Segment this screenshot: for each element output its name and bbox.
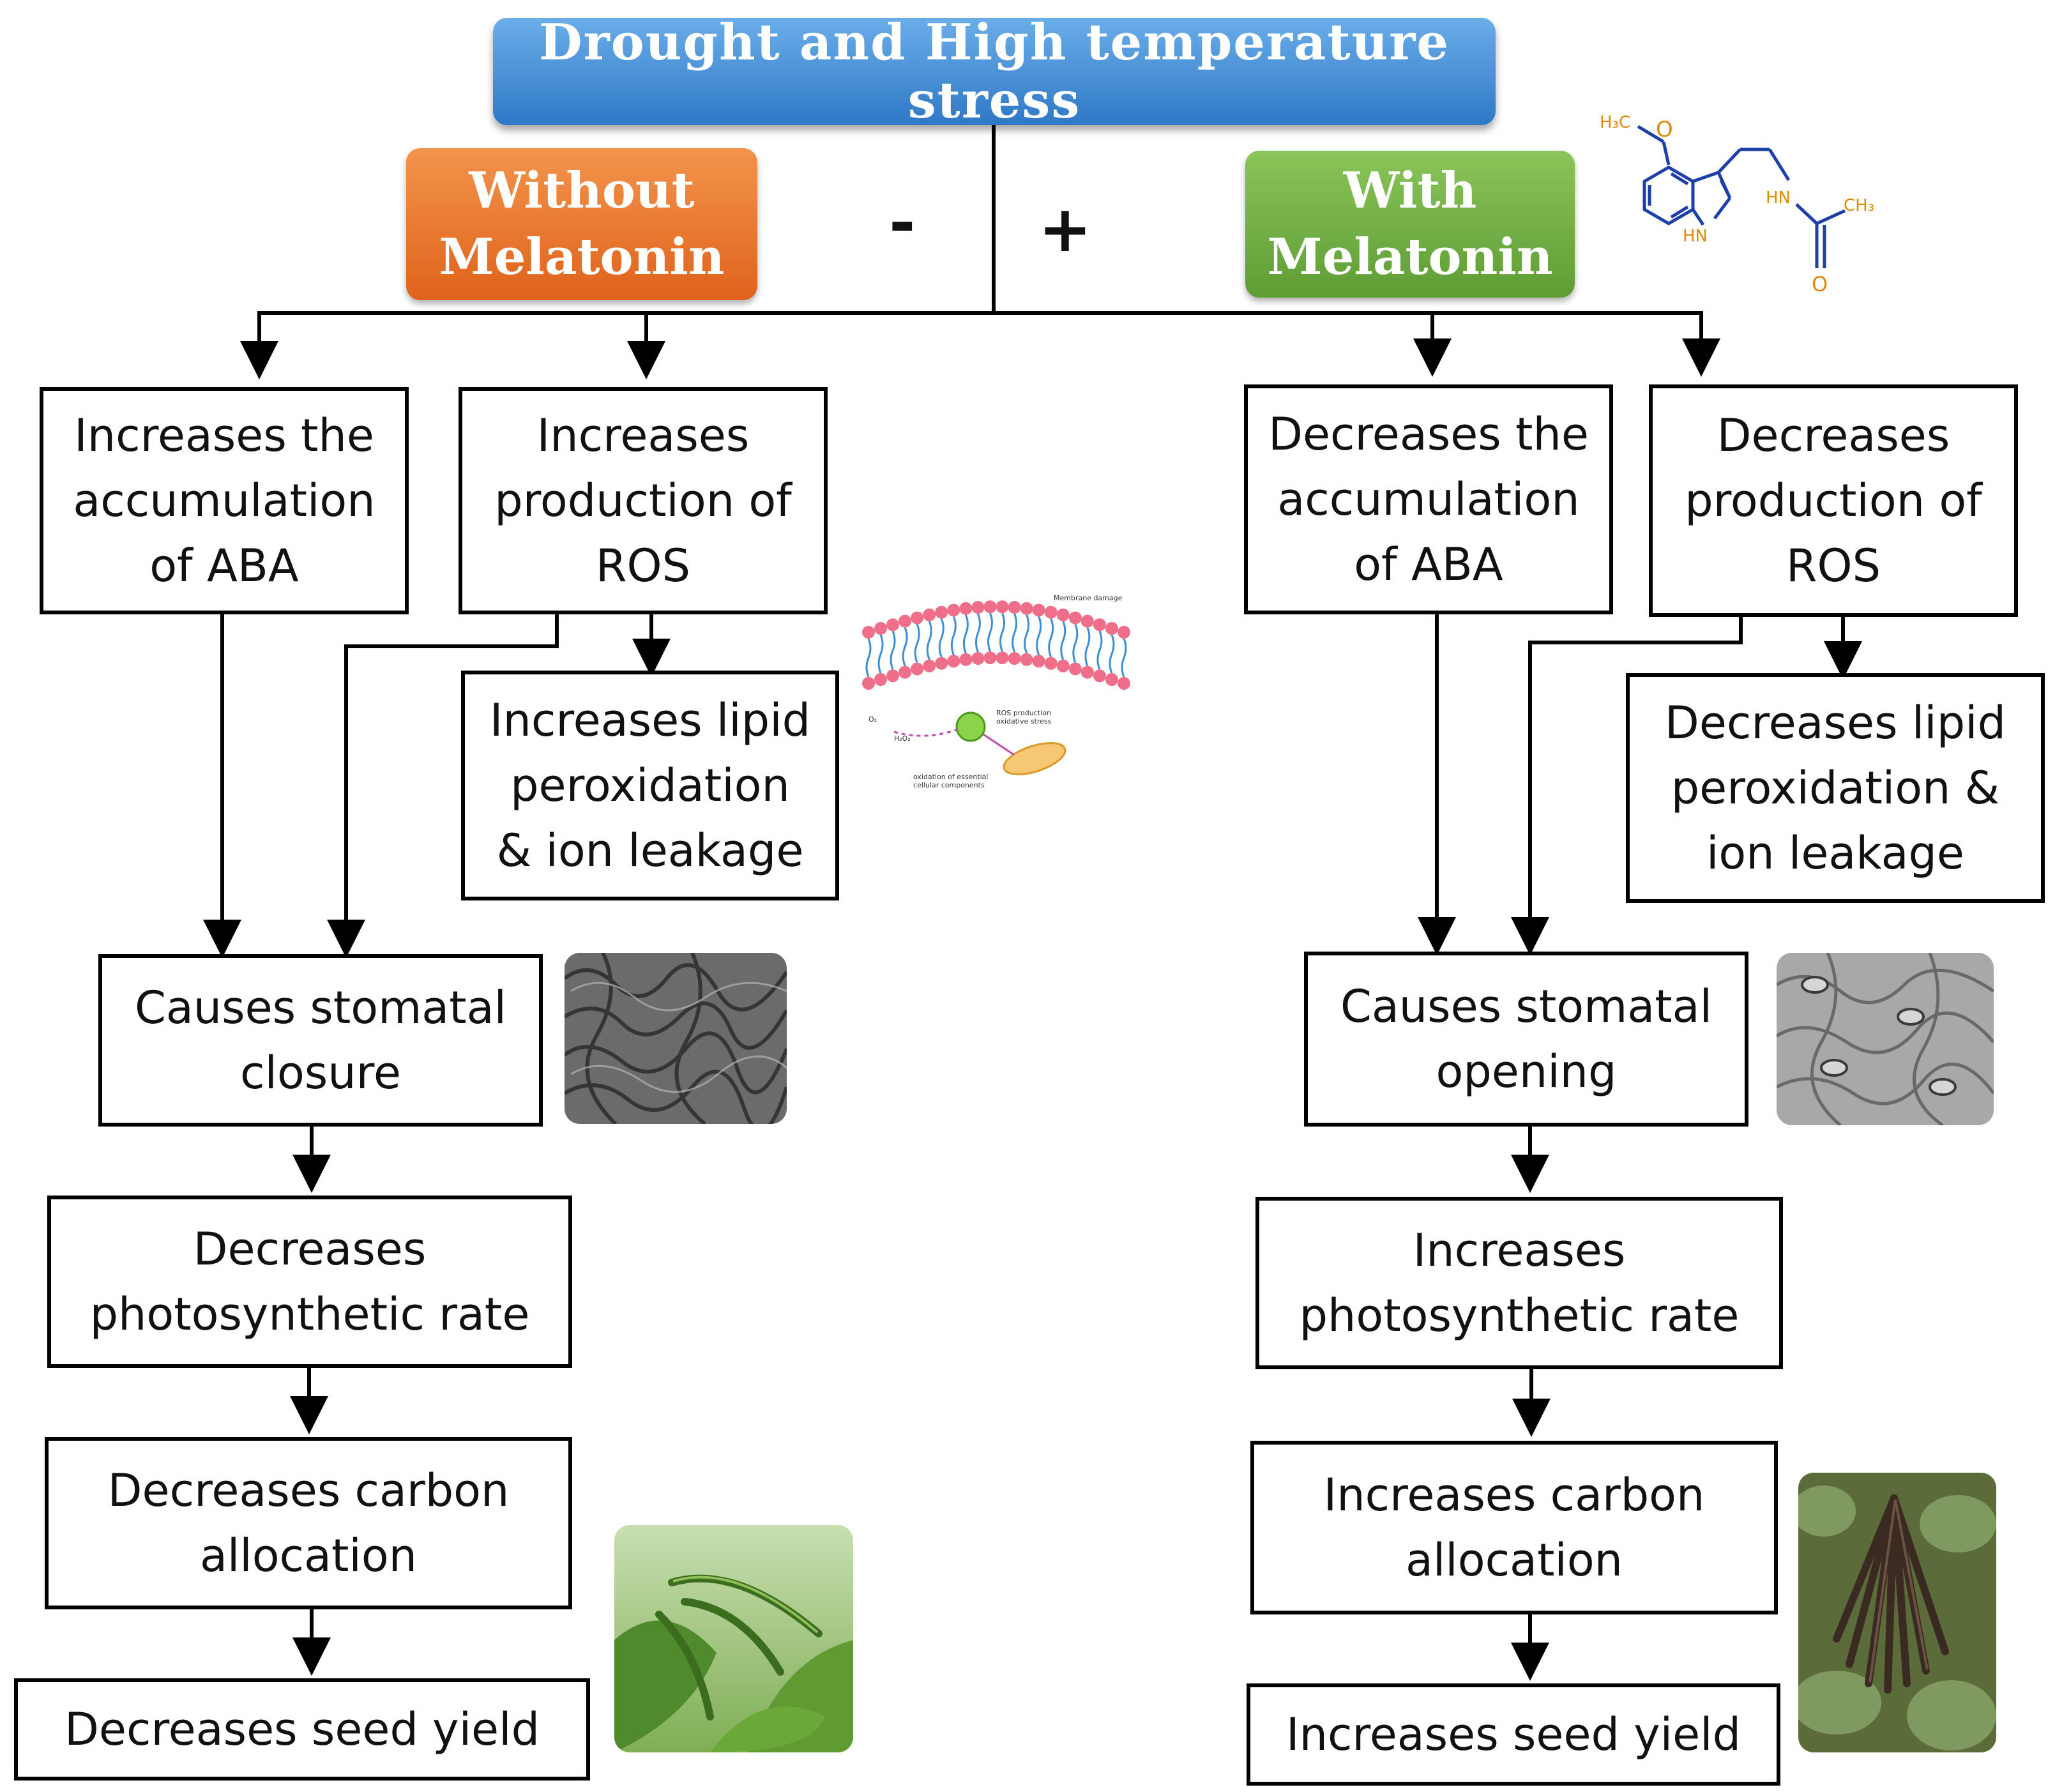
with-carbon-box: Increases carbon allocation: [1250, 1441, 1778, 1614]
with-melatonin-box: With Melatonin: [1245, 151, 1575, 298]
without-melatonin-label: Without Melatonin: [439, 162, 725, 286]
with-carbon-text: Increases carbon allocation: [1323, 1469, 1705, 1586]
stress-title: Drought and High temperature stress: [538, 13, 1450, 130]
without-aba-box: Increases the accumulation of ABA: [40, 387, 409, 614]
mol-o-carbonyl: O: [1812, 272, 1828, 296]
without-stomata-text: Causes stomatal closure: [134, 982, 506, 1099]
without-aba-text: Increases the accumulation of ABA: [73, 409, 375, 592]
without-photosynthesis-box: Decreases photosynthetic rate: [47, 1196, 572, 1368]
without-yield-box: Decreases seed yield: [14, 1678, 590, 1781]
membrane-damage-label: Membrane damage: [1054, 594, 1123, 602]
plus-sign: +: [1038, 192, 1092, 266]
with-yield-box: Increases seed yield: [1247, 1683, 1780, 1786]
membrane-o2-label: O₂: [868, 715, 877, 724]
without-lipid-box: Increases lipid peroxidation & ion leaka…: [461, 671, 839, 900]
mol-indole-nh: HN: [1683, 227, 1708, 246]
mol-amide-nh: HN: [1766, 188, 1791, 208]
without-carbon-box: Decreases carbon allocation: [45, 1437, 572, 1609]
without-yield-text: Decreases seed yield: [64, 1703, 540, 1756]
with-ros-text: Decreases production of ROS: [1685, 409, 1982, 592]
mol-ch3: CH₃: [1844, 196, 1874, 215]
minus-sign: -: [889, 185, 916, 260]
mol-o-top: O: [1656, 117, 1673, 142]
without-ros-text: Increases production of ROS: [494, 409, 792, 592]
stress-title-box: Drought and High temperature stress: [493, 13, 1496, 130]
green-pods-photo: [614, 1525, 853, 1752]
without-carbon-text: Decreases carbon allocation: [107, 1464, 510, 1582]
without-melatonin-box: Without Melatonin: [406, 148, 757, 300]
mol-h3c: H₃C: [1600, 113, 1630, 132]
melatonin-molecule-icon: H₃C O HN HN CH₃ O: [1600, 113, 1874, 296]
with-aba-text: Decreases the accumulation of ABA: [1268, 408, 1589, 591]
with-photosynthesis-text: Increases photosynthetic rate: [1299, 1224, 1740, 1342]
stomata-open-photo: [1777, 953, 1994, 1125]
with-aba-box: Decreases the accumulation of ABA: [1244, 384, 1613, 614]
with-stomata-box: Causes stomatal opening: [1304, 952, 1748, 1127]
with-lipid-text: Decreases lipid peroxidation & ion leaka…: [1664, 697, 2006, 879]
with-yield-text: Increases seed yield: [1285, 1708, 1741, 1761]
without-photosynthesis-text: Decreases photosynthetic rate: [89, 1223, 530, 1340]
with-melatonin-label: With Melatonin: [1267, 162, 1553, 286]
stomata-closed-photo: [565, 953, 787, 1124]
membrane-h2o2-label: H₂O₂: [894, 734, 911, 743]
dry-pods-photo: [1798, 1473, 1996, 1752]
with-photosynthesis-box: Increases photosynthetic rate: [1255, 1197, 1783, 1369]
without-lipid-text: Increases lipid peroxidation & ion leaka…: [489, 694, 811, 877]
with-stomata-text: Causes stomatal opening: [1340, 980, 1712, 1098]
with-ros-box: Decreases production of ROS: [1649, 384, 2018, 617]
without-stomata-box: Causes stomatal closure: [98, 954, 543, 1127]
with-lipid-box: Decreases lipid peroxidation & ion leaka…: [1626, 673, 2045, 903]
without-ros-box: Increases production of ROS: [459, 387, 828, 614]
